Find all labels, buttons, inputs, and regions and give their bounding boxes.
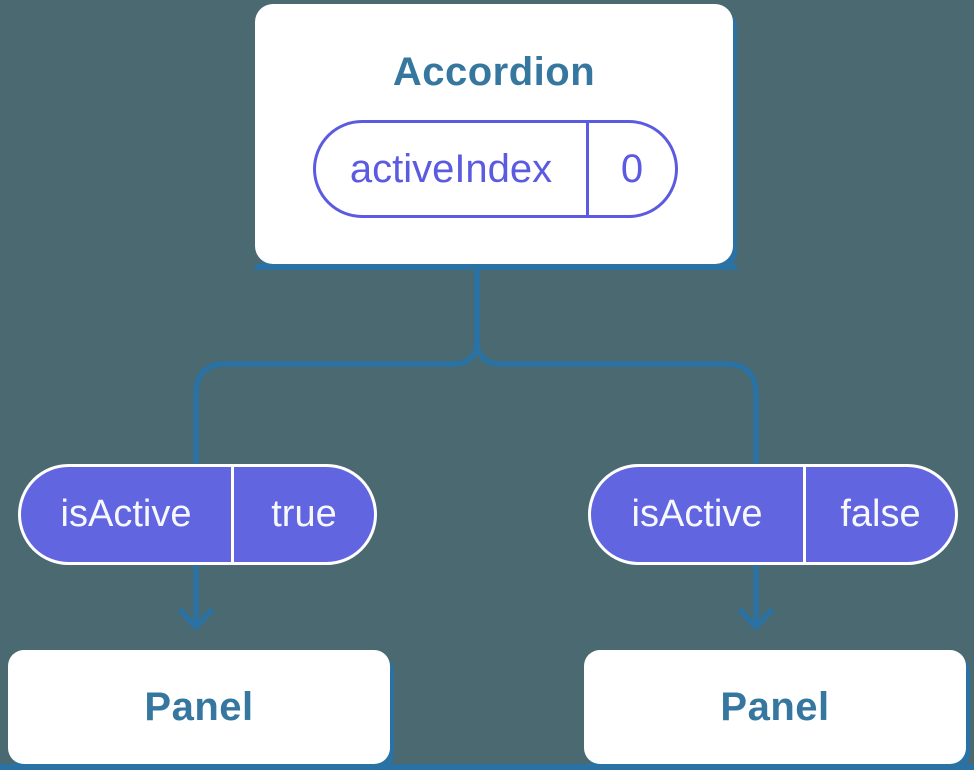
prop-pill-right: isActive false xyxy=(588,464,958,565)
panel-node-right: Panel xyxy=(584,650,966,764)
panel-node-left: Panel xyxy=(8,650,390,764)
arrow-down-icon-left xyxy=(178,608,214,630)
prop-pill-left-name: isActive xyxy=(21,467,234,562)
state-pill-value: 0 xyxy=(620,146,644,191)
connector-left-branch xyxy=(193,262,480,626)
prop-pill-left: isActive true xyxy=(18,464,377,565)
panel-right-title: Panel xyxy=(720,684,830,729)
bottom-rule xyxy=(0,764,974,770)
arrow-down-icon-right xyxy=(738,608,774,630)
prop-pill-right-name: isActive xyxy=(591,467,806,562)
accordion-title: Accordion xyxy=(392,50,596,94)
panel-left-title: Panel xyxy=(144,684,254,729)
prop-pill-left-value: true xyxy=(271,493,337,535)
connector-right-branch xyxy=(474,262,759,626)
prop-pill-right-value: false xyxy=(840,493,921,535)
state-pill-name: activeIndex xyxy=(316,123,589,215)
accordion-node-underline xyxy=(255,264,737,270)
state-pill-activeindex: activeIndex 0 xyxy=(313,120,678,218)
